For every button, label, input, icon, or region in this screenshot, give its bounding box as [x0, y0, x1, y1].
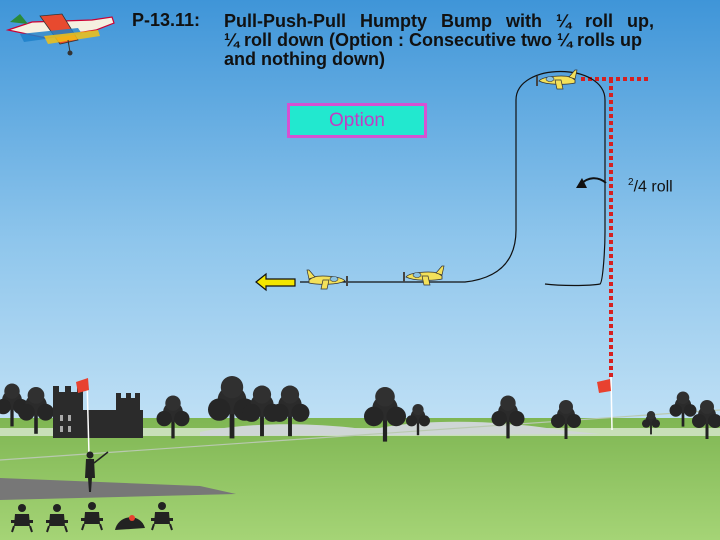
option-label: Option [329, 109, 385, 131]
roll-label: 2/4 roll [628, 177, 673, 196]
roll-arrow [576, 177, 607, 188]
red-flag-icon [76, 378, 90, 456]
grass-field [0, 418, 720, 540]
title-line-2: ¼ roll down (Option : Consecutive two ¼ … [224, 30, 643, 50]
runway [0, 478, 236, 500]
roll-word: roll [651, 178, 673, 196]
roll-fraction-denominator: 4 [638, 178, 647, 196]
pilot-figure-icon [85, 451, 109, 492]
seated-judge-icon [10, 501, 174, 533]
option-box: Option [287, 103, 427, 138]
dotted-reference-line [581, 77, 649, 380]
flight-path [300, 71, 606, 287]
field-line [0, 409, 720, 461]
title-line-1: Pull-Push-Pull Humpty Bump with ¼ roll u… [224, 11, 654, 31]
red-flag-icon [597, 375, 613, 431]
castle-silhouette [53, 386, 143, 438]
title-line-3: and nothing down) [224, 49, 385, 69]
left-arrow-icon [255, 272, 296, 292]
figure-number: P-13.11: [132, 10, 201, 30]
roll-fraction-numerator: 2 [628, 177, 634, 188]
aerobatic-plane-logo [5, 13, 115, 56]
